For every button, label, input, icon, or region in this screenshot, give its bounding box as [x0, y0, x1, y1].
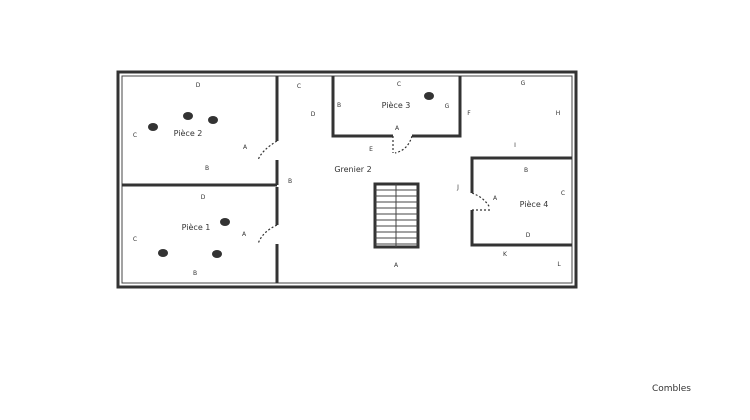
wall-letter: A — [493, 195, 498, 202]
plan-caption: Combles — [652, 384, 691, 394]
inner-wall-line — [121, 75, 573, 284]
room-label-piece2: Pièce 2 — [174, 128, 203, 138]
piece4-door — [471, 192, 492, 211]
measurement-point-icon — [220, 218, 230, 226]
wall-letter: H — [556, 110, 561, 117]
wall-letter: A — [243, 144, 248, 151]
wall-letter: C — [397, 81, 401, 88]
piece4-walls — [470, 156, 572, 247]
measurement-point-icon — [208, 116, 218, 124]
piece2-walls — [122, 76, 279, 187]
wall-letter: C — [561, 190, 565, 197]
wall-letter: D — [526, 232, 531, 239]
measurement-point-icon — [424, 92, 434, 100]
measurement-markers — [148, 92, 434, 258]
wall-letter: C — [133, 132, 137, 139]
wall-letter: D — [311, 111, 316, 118]
measurement-point-icon — [158, 249, 168, 257]
wall-letter: F — [467, 110, 471, 117]
wall-letter: B — [193, 270, 197, 277]
wall-letter: A — [242, 231, 247, 238]
wall-letter: D — [201, 194, 206, 201]
room-label-piece3: Pièce 3 — [382, 100, 411, 110]
measurement-point-icon — [183, 112, 193, 120]
wall-letter: C — [133, 236, 137, 243]
outer-wall — [116, 70, 578, 289]
wall-letter: B — [524, 167, 528, 174]
wall-letter: B — [288, 178, 292, 185]
wall-letter: B — [337, 102, 341, 109]
piece3-walls — [331, 76, 462, 138]
wall-letter: E — [369, 146, 373, 153]
piece3-door — [392, 135, 413, 154]
wall-letter: B — [205, 165, 209, 172]
wall-letter: L — [557, 261, 561, 268]
piece1-door — [257, 224, 278, 245]
wall-letter: C — [297, 83, 301, 90]
wall-letter: G — [521, 80, 526, 87]
staircase — [373, 182, 420, 249]
room-label-piece4: Pièce 4 — [520, 199, 549, 209]
wall-letter: D — [196, 82, 201, 89]
wall-letter: K — [503, 251, 508, 258]
piece2-door — [257, 140, 278, 161]
wall-letter: I — [514, 142, 516, 149]
measurement-point-icon — [212, 250, 222, 258]
wall-letter: A — [394, 262, 399, 269]
measurement-point-icon — [148, 123, 158, 131]
room-label-piece1: Pièce 1 — [182, 222, 211, 232]
wall-letter: G — [445, 103, 450, 110]
wall-letter: A — [395, 125, 400, 132]
wall-letter: J — [456, 184, 459, 191]
room-label-grenier2: Grenier 2 — [334, 165, 371, 174]
